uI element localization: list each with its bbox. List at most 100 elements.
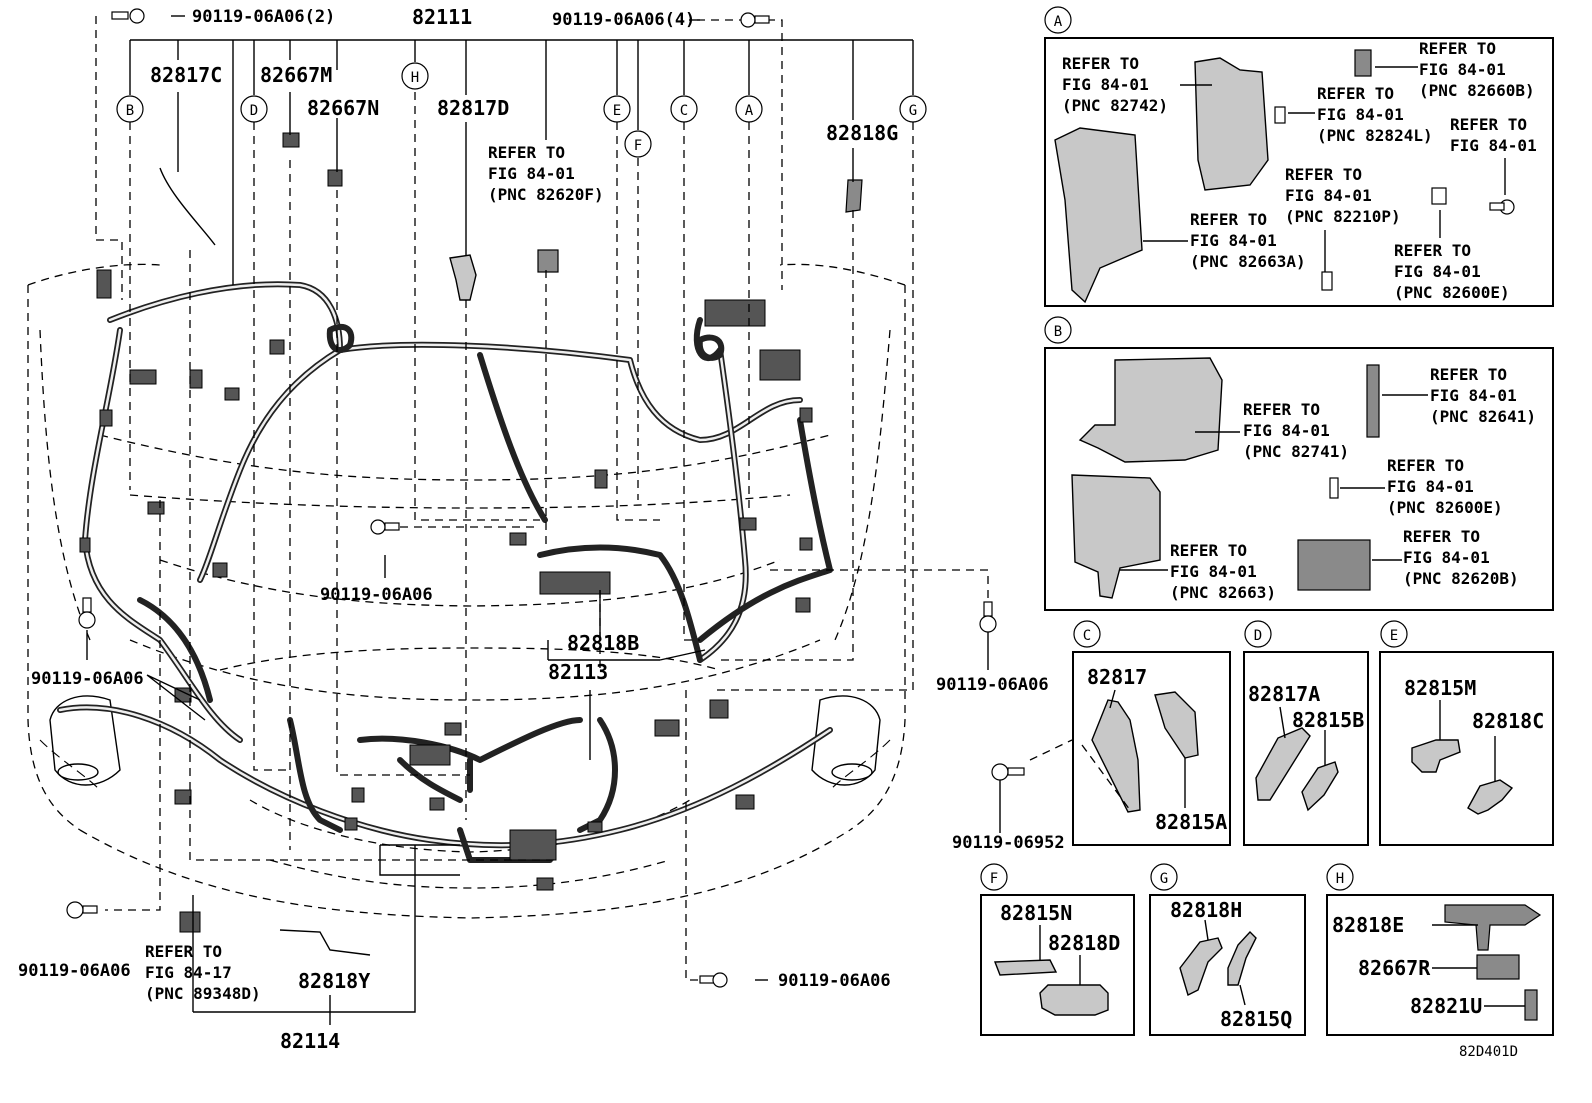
a-refer7-l3: (PNC 82600E) bbox=[1394, 283, 1510, 302]
b-refer2-l2: FIG 84-01 bbox=[1243, 421, 1330, 440]
a-refer1-l1: REFER TO bbox=[1062, 54, 1139, 73]
callout-b-detail: B bbox=[1044, 316, 1072, 344]
a-refer4-l1: REFER TO bbox=[1450, 115, 1527, 134]
svg-text:H: H bbox=[411, 70, 419, 86]
bolt-icon bbox=[979, 601, 997, 633]
callout-d: D bbox=[240, 95, 268, 123]
leader-lines bbox=[86, 15, 989, 1025]
bolt-icon bbox=[740, 12, 770, 28]
b-refer5-l3: (PNC 82620B) bbox=[1403, 569, 1519, 588]
svg-text:D: D bbox=[250, 103, 258, 119]
part-label-82818y: 82818Y bbox=[298, 969, 370, 993]
b-refer3-l3: (PNC 82600E) bbox=[1387, 498, 1503, 517]
f-part2-label: 82818D bbox=[1048, 931, 1120, 955]
a-refer7-l1: REFER TO bbox=[1394, 241, 1471, 260]
svg-text:A: A bbox=[745, 103, 754, 119]
svg-text:E: E bbox=[1390, 628, 1398, 644]
loose-parts bbox=[159, 132, 863, 956]
svg-text:G: G bbox=[1160, 871, 1168, 887]
bolt-icon bbox=[78, 597, 96, 629]
bolt-label-bottom-center: 90119-06A06 bbox=[778, 971, 891, 991]
callout-f: F bbox=[624, 130, 652, 158]
svg-text:F: F bbox=[634, 138, 642, 154]
callout-e-detail: E bbox=[1380, 620, 1408, 648]
f-part1-label: 82815N bbox=[1000, 901, 1072, 925]
b-refer4-l1: REFER TO bbox=[1170, 541, 1247, 560]
c-part2-label: 82815A bbox=[1155, 810, 1227, 834]
bolt-icon bbox=[66, 901, 98, 919]
a-refer7-l2: FIG 84-01 bbox=[1394, 262, 1481, 281]
a-refer4-l2: FIG 84-01 bbox=[1450, 136, 1537, 155]
refer-top-line1: REFER TO bbox=[488, 143, 565, 162]
detail-e: E 82815M 82818C bbox=[1379, 620, 1554, 846]
a-refer2-l3: (PNC 82660B) bbox=[1419, 81, 1535, 100]
detail-d: D 82817A 82815B bbox=[1243, 620, 1369, 846]
refer-bottom-line1: REFER TO bbox=[145, 942, 222, 961]
svg-text:E: E bbox=[613, 103, 621, 119]
detail-h: H 82818E 82667R 82821U bbox=[1326, 863, 1554, 1036]
b-refer4-l3: (PNC 82663) bbox=[1170, 583, 1276, 602]
bolt-label-bottom-left: 90119-06A06 bbox=[18, 961, 131, 981]
a-refer3-l3: (PNC 82824L) bbox=[1317, 126, 1433, 145]
bolt-label-top-center: 90119-06A06(4) bbox=[552, 10, 695, 30]
g-part1-label: 82818H bbox=[1170, 898, 1242, 922]
part-label-82667m: 82667M bbox=[260, 63, 332, 87]
callout-h-detail: H bbox=[1326, 863, 1354, 891]
callout-f-detail: F bbox=[980, 863, 1008, 891]
b-refer3-l1: REFER TO bbox=[1387, 456, 1464, 475]
callout-a: A bbox=[735, 95, 763, 123]
d-part2-label: 82815B bbox=[1292, 708, 1364, 732]
a-refer5-l1: REFER TO bbox=[1285, 165, 1362, 184]
bolt-icon bbox=[699, 972, 728, 988]
b-refer1-l1: REFER TO bbox=[1430, 365, 1507, 384]
callout-c: C bbox=[670, 95, 698, 123]
svg-text:D: D bbox=[1254, 628, 1262, 644]
refer-top-line2: FIG 84-01 bbox=[488, 164, 575, 183]
a-refer3-l1: REFER TO bbox=[1317, 84, 1394, 103]
refer-top-line3: (PNC 82620F) bbox=[488, 185, 604, 204]
bolt-icons bbox=[66, 8, 1025, 988]
bolt-icon bbox=[370, 519, 400, 535]
a-refer2-l1: REFER TO bbox=[1419, 39, 1496, 58]
a-refer5-l3: (PNC 82210P) bbox=[1285, 207, 1401, 226]
a-refer6-l1: REFER TO bbox=[1190, 210, 1267, 229]
callout-h: H bbox=[401, 62, 429, 90]
detail-c: C 82817 82815A 90119-06952 bbox=[952, 620, 1231, 853]
part-label-82818g: 82818G bbox=[826, 121, 898, 145]
a-refer1-l3: (PNC 82742) bbox=[1062, 96, 1168, 115]
part-label-82817c: 82817C bbox=[150, 63, 222, 87]
part-label-82818b: 82818B bbox=[567, 631, 639, 655]
bolt-label-center: 90119-06A06 bbox=[320, 585, 433, 605]
e-part1-label: 82815M bbox=[1404, 676, 1476, 700]
a-refer2-l2: FIG 84-01 bbox=[1419, 60, 1506, 79]
main-callouts: B D H E F C A G bbox=[116, 62, 927, 158]
b-refer2-l1: REFER TO bbox=[1243, 400, 1320, 419]
detail-g: G 82818H 82815Q bbox=[1149, 863, 1306, 1036]
bolt-label-left: 90119-06A06 bbox=[31, 669, 144, 689]
h-part2-label: 82667R bbox=[1358, 956, 1431, 980]
b-refer4-l2: FIG 84-01 bbox=[1170, 562, 1257, 581]
svg-text:C: C bbox=[680, 103, 688, 119]
callout-b: B bbox=[116, 95, 144, 123]
d-part1-label: 82817A bbox=[1248, 682, 1320, 706]
refer-bottom-line3: (PNC 89348D) bbox=[145, 984, 261, 1003]
a-refer6-l3: (PNC 82663A) bbox=[1190, 252, 1306, 271]
harness-label-82114: 82114 bbox=[280, 1029, 340, 1053]
bolt-icon bbox=[111, 8, 145, 24]
harness-connectors bbox=[79, 269, 813, 891]
detail-f: F 82815N 82818D bbox=[980, 863, 1135, 1036]
callout-d-detail: D bbox=[1244, 620, 1272, 648]
harness-label-82113: 82113 bbox=[548, 660, 608, 684]
a-refer1-l2: FIG 84-01 bbox=[1062, 75, 1149, 94]
b-refer1-l3: (PNC 82641) bbox=[1430, 407, 1536, 426]
a-refer5-l2: FIG 84-01 bbox=[1285, 186, 1372, 205]
b-refer2-l3: (PNC 82741) bbox=[1243, 442, 1349, 461]
a-refer3-l2: FIG 84-01 bbox=[1317, 105, 1404, 124]
main-labels: 90119-06A06(2) 82111 90119-06A06(4) 8281… bbox=[18, 5, 1049, 1053]
callout-e: E bbox=[603, 95, 631, 123]
car-body-outline bbox=[27, 263, 906, 919]
g-part2-label: 82815Q bbox=[1220, 1007, 1292, 1031]
callout-a-detail: A bbox=[1044, 6, 1072, 34]
